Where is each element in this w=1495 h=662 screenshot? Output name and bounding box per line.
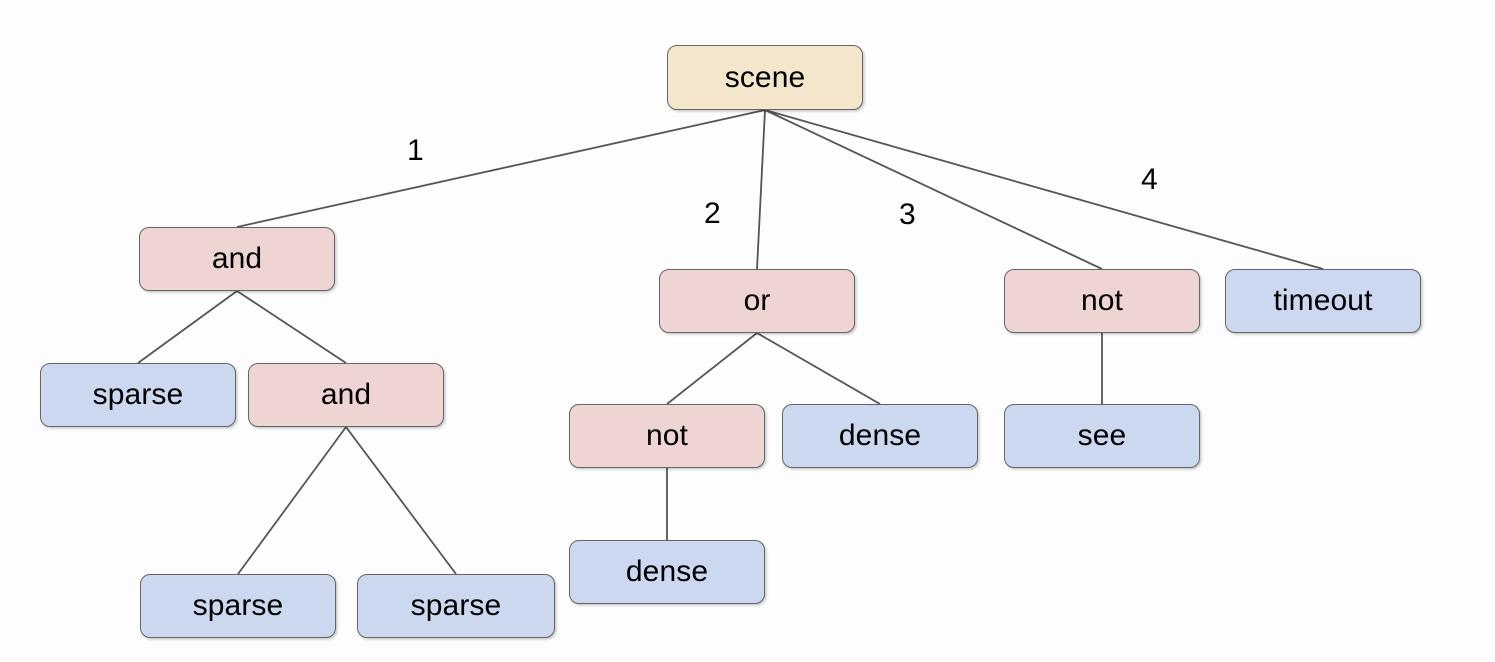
tree-node-sparse3[interactable]: sparse xyxy=(357,574,555,638)
tree-edge-and2-to-sparse3 xyxy=(345,426,457,575)
tree-node-label: sparse xyxy=(192,589,284,622)
tree-node-label: and xyxy=(320,378,372,411)
tree-node-not1[interactable]: not xyxy=(1004,269,1200,333)
tree-node-label: dense xyxy=(838,419,922,452)
tree-edge-and1-to-sparse1 xyxy=(137,290,238,364)
tree-edge-scene-to-or1 xyxy=(756,109,766,270)
edge-label-1: 1 xyxy=(407,134,424,167)
tree-node-timeout[interactable]: timeout xyxy=(1225,269,1421,333)
tree-node-and2[interactable]: and xyxy=(248,363,444,427)
tree-node-see[interactable]: see xyxy=(1004,404,1200,468)
tree-node-label: timeout xyxy=(1273,284,1373,317)
tree-node-label: dense xyxy=(625,555,709,588)
tree-edge-scene-to-and1 xyxy=(236,109,766,228)
tree-node-label: not xyxy=(1080,284,1123,317)
tree-edge-or1-to-dense1 xyxy=(756,332,881,405)
tree-node-label: sparse xyxy=(410,589,502,622)
tree-edge-and1-to-and2 xyxy=(236,290,347,364)
tree-node-label: sparse xyxy=(92,378,184,411)
tree-node-label: see xyxy=(1077,419,1127,452)
tree-node-sparse2[interactable]: sparse xyxy=(140,574,336,638)
tree-node-or1[interactable]: or xyxy=(659,269,855,333)
tree-node-label: or xyxy=(743,284,771,317)
tree-node-not2[interactable]: not xyxy=(569,404,765,468)
tree-node-and1[interactable]: and xyxy=(139,227,335,291)
tree-node-label: not xyxy=(645,419,688,452)
tree-node-label: scene xyxy=(724,60,806,94)
edge-label-4: 4 xyxy=(1141,163,1158,196)
tree-node-dense2[interactable]: dense xyxy=(569,540,765,604)
tree-node-dense1[interactable]: dense xyxy=(782,404,978,468)
tree-node-scene[interactable]: scene xyxy=(667,45,863,110)
tree-edge-scene-to-not1 xyxy=(764,109,1103,270)
edge-label-3: 3 xyxy=(899,198,916,231)
tree-edge-scene-to-timeout xyxy=(764,109,1324,270)
tree-edge-or1-to-not2 xyxy=(666,332,758,405)
tree-edge-and2-to-sparse2 xyxy=(237,426,347,575)
edge-label-2: 2 xyxy=(704,197,721,230)
tree-node-sparse1[interactable]: sparse xyxy=(40,363,236,427)
tree-node-label: and xyxy=(211,242,263,275)
